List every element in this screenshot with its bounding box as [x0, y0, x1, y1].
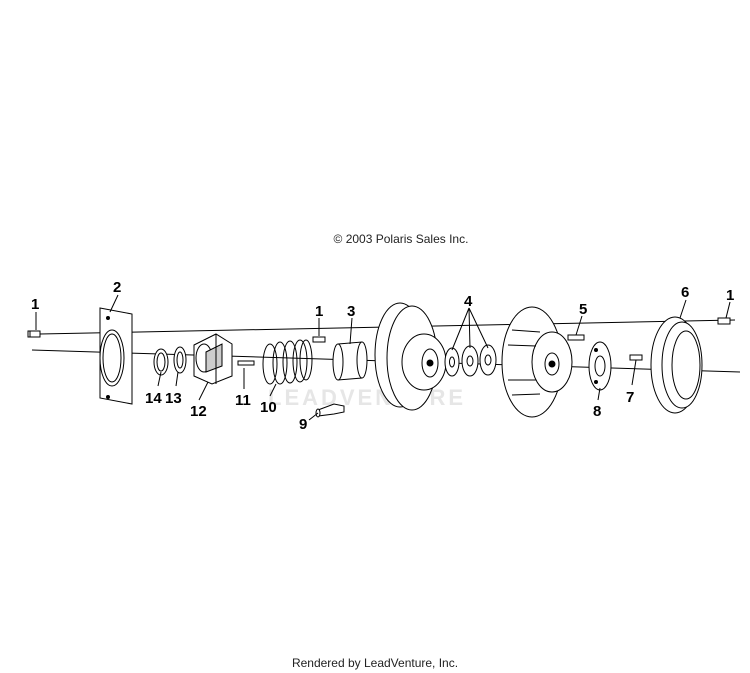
callout-1-left: 1	[31, 296, 39, 313]
cover-part-6	[650, 316, 703, 414]
pin-part-11	[237, 360, 255, 366]
callout-10: 10	[260, 399, 277, 416]
washer-part-13	[173, 346, 187, 374]
bolt-middle	[312, 336, 326, 343]
footer-text: Rendered by LeadVenture, Inc.	[291, 656, 459, 670]
stud-part-9	[315, 403, 345, 418]
callout-14: 14	[145, 390, 162, 407]
callout-7: 7	[626, 389, 634, 406]
washers-part-4	[444, 344, 497, 377]
callout-8: 8	[593, 403, 601, 420]
callout-1-right: 1	[726, 287, 734, 304]
callout-5: 5	[579, 301, 587, 318]
callout-4: 4	[464, 293, 473, 310]
callout-11: 11	[235, 392, 251, 409]
callout-6: 6	[681, 284, 689, 301]
leader-8	[597, 387, 601, 401]
snap-ring-part-14	[153, 348, 169, 376]
leader-3	[349, 317, 353, 345]
bolt-left	[27, 330, 41, 338]
callout-3: 3	[347, 303, 355, 320]
stationary-sheave	[501, 306, 573, 418]
pin-part-5	[567, 334, 585, 341]
bolt-right	[717, 317, 731, 325]
leader-7	[631, 359, 637, 386]
callout-9: 9	[299, 416, 307, 433]
cam-part-12	[193, 333, 233, 385]
spring-part-10	[262, 339, 313, 385]
leader-9	[308, 412, 319, 421]
leader-4c	[468, 307, 489, 349]
callout-1-mid: 1	[315, 303, 323, 320]
leader-1-right	[725, 301, 731, 319]
leader-2	[109, 294, 119, 313]
moveable-sheave	[374, 302, 447, 411]
copyright-text: © 2003 Polaris Sales Inc.	[333, 232, 469, 246]
bushing-part-3	[332, 341, 368, 381]
leader-4b	[468, 307, 471, 349]
bolt-part-7	[629, 354, 643, 361]
callout-2: 2	[113, 279, 121, 296]
plate-part-8	[588, 341, 612, 391]
plate-part-2	[99, 307, 133, 405]
leader-14	[157, 371, 162, 387]
leader-12	[198, 381, 209, 401]
leader-5	[575, 315, 583, 336]
callout-12: 12	[190, 403, 207, 420]
leader-13	[175, 371, 179, 387]
leader-4a	[451, 307, 470, 351]
callout-13: 13	[165, 390, 182, 407]
leader-10	[269, 383, 277, 397]
leader-6	[679, 299, 687, 319]
